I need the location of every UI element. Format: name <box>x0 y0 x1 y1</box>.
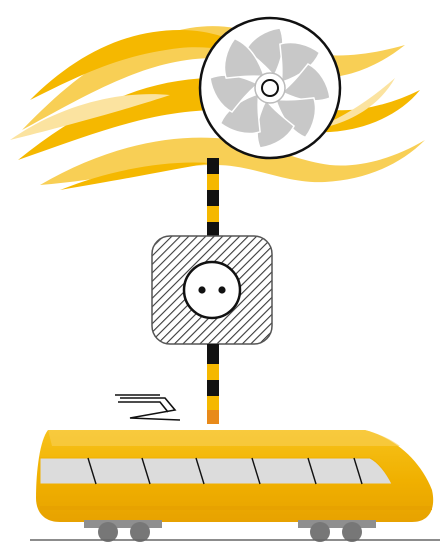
socket-hole-right <box>218 286 225 293</box>
bogie-left <box>84 520 162 528</box>
power-cable-lower <box>207 344 219 424</box>
wheel <box>342 522 362 542</box>
bogie-right <box>298 520 376 528</box>
power-socket <box>152 236 272 344</box>
socket-hole-left <box>198 286 205 293</box>
wind-turbine-fan <box>200 18 340 158</box>
electric-train <box>36 430 433 542</box>
socket-face <box>184 262 240 318</box>
pantograph <box>115 395 180 420</box>
wheel <box>130 522 150 542</box>
power-cable-upper <box>207 158 219 236</box>
wheel <box>98 522 118 542</box>
wheel <box>310 522 330 542</box>
train-window-band <box>40 458 392 484</box>
